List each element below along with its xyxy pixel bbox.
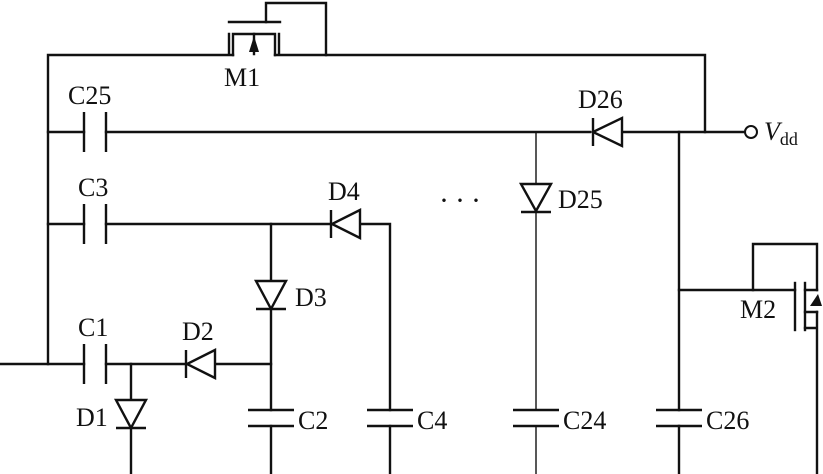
label-c26: C26 bbox=[706, 406, 749, 435]
vdd-terminal bbox=[744, 125, 758, 139]
capacitor-c26 bbox=[656, 408, 702, 428]
diode-d1 bbox=[113, 398, 149, 431]
label-c25: C25 bbox=[68, 81, 111, 110]
ellipsis: ··· bbox=[439, 184, 487, 217]
label-c2: C2 bbox=[298, 406, 328, 435]
label-c4: C4 bbox=[417, 406, 447, 435]
diode-d26 bbox=[590, 116, 624, 148]
diode-d3 bbox=[253, 279, 289, 312]
wire-m1-gate bbox=[264, 1, 328, 57]
transistor-m2 bbox=[793, 281, 822, 332]
label-vdd: Vdd bbox=[764, 117, 798, 149]
wire-top-loop bbox=[46, 53, 707, 366]
label-c3: C3 bbox=[78, 173, 108, 202]
capacitor-c3 bbox=[82, 204, 108, 244]
label-d25: D25 bbox=[558, 185, 603, 214]
label-m2: M2 bbox=[740, 295, 776, 324]
diode-d2 bbox=[184, 348, 217, 380]
transistor-m1 bbox=[227, 20, 282, 57]
capacitor-c24 bbox=[513, 408, 559, 428]
wire-c3-row bbox=[46, 222, 392, 412]
capacitor-c2 bbox=[248, 408, 294, 428]
diode-d25 bbox=[518, 182, 554, 214]
label-c1: C1 bbox=[78, 313, 108, 342]
capacitor-c4 bbox=[367, 408, 413, 428]
label-d1: D1 bbox=[76, 403, 108, 432]
label-d26: D26 bbox=[578, 85, 623, 114]
wire-m2-gate-loop bbox=[751, 242, 819, 292]
label-m1: M1 bbox=[224, 63, 260, 92]
label-d4: D4 bbox=[328, 177, 360, 206]
label-c24: C24 bbox=[563, 406, 606, 435]
label-d2: D2 bbox=[182, 317, 214, 346]
diode-d4 bbox=[329, 208, 362, 240]
label-d3: D3 bbox=[295, 283, 327, 312]
capacitor-c25 bbox=[82, 112, 108, 152]
capacitor-c1 bbox=[82, 344, 108, 384]
